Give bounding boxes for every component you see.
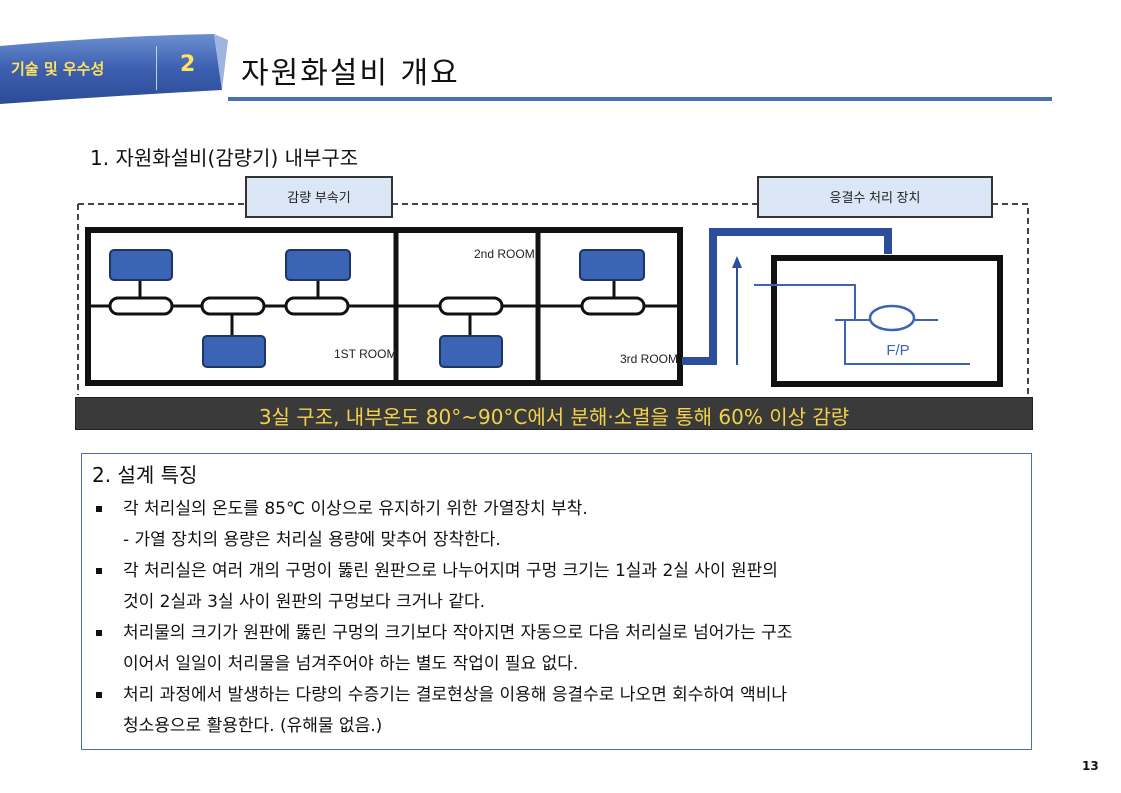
caption-band: 3실 구조, 내부온도 80°~90°C에서 분해·소멸을 통해 60% 이상 …: [75, 397, 1033, 430]
list-item: 처리물의 크기가 원판에 뚫린 구멍의 크기보다 작아지면 자동으로 다음 처리…: [92, 618, 1022, 680]
filter-pump: [868, 304, 916, 332]
tab-number: 2: [180, 52, 196, 77]
list-item-sub: - 가열 장치의 용량은 처리실 용량에 맞추어 장착한다.: [92, 525, 1022, 556]
design-features-box: 2. 설계 특징 각 처리실의 온도를 85℃ 이상으로 유지하기 위한 가열장…: [81, 453, 1032, 750]
perforated-discs: [108, 296, 646, 316]
internal-structure-diagram: 감량 부속기 응결수 처리 장치 2nd ROOM 1ST ROOM 3rd R…: [77, 176, 1029, 395]
list-item: 처리 과정에서 발생하는 다량의 수증기는 결로현상을 이용해 응결수로 나오면…: [92, 680, 1022, 742]
bullet-icon: [96, 630, 102, 636]
list-item-text-cont: 청소용으로 활용한다. (유해물 없음.): [123, 716, 383, 736]
condensate-piping: [754, 284, 970, 365]
fp-label: F/P: [886, 342, 909, 359]
list-item-text: 각 처리실은 여러 개의 구멍이 뚫린 원판으로 나누어지며 구멍 크기는 1실…: [123, 561, 778, 581]
list-item-subtext: - 가열 장치의 용량은 처리실 용량에 맞추어 장착한다.: [123, 530, 501, 550]
section1-heading: 1. 자원화설비(감량기) 내부구조: [90, 146, 359, 170]
list-item-text: 처리물의 크기가 원판에 뚫린 구멍의 크기보다 작아지면 자동으로 다음 처리…: [123, 623, 793, 643]
condensate-box-label: 응결수 처리 장치: [830, 190, 921, 205]
page-number: 13: [1082, 759, 1099, 773]
page-title: 자원화설비 개요: [241, 56, 460, 91]
bullet-icon: [96, 568, 102, 574]
section-tab-shape: [0, 34, 228, 104]
condensate-box: [757, 176, 993, 218]
vapor-pipe: [682, 228, 892, 365]
room2-label: 2nd ROOM: [474, 247, 535, 261]
room1-label: 1ST ROOM: [334, 347, 396, 361]
bullet-icon: [96, 506, 102, 512]
list-item-text-cont: 이어서 일일이 처리물을 넘겨주어야 하는 별도 작업이 필요 없다.: [123, 654, 579, 674]
flow-arrow-head: [732, 256, 742, 268]
title-rule: [228, 97, 1052, 101]
heater-units: [109, 249, 645, 368]
accessory-box-label: 감량 부속기: [287, 190, 350, 205]
room3-label: 3rd ROOM: [620, 352, 678, 366]
dashed-frame: [77, 203, 1029, 395]
section-tab: [0, 32, 228, 104]
bullet-icon: [96, 692, 102, 698]
features-heading: 2. 설계 특징: [92, 463, 198, 487]
caption-text: 3실 구조, 내부온도 80°~90°C에서 분해·소멸을 통해 60% 이상 …: [258, 405, 850, 429]
list-item: 각 처리실은 여러 개의 구멍이 뚫린 원판으로 나누어지며 구멍 크기는 1실…: [92, 556, 1022, 618]
list-item-text: 각 처리실의 온도를 85℃ 이상으로 유지하기 위한 가열장치 부착.: [123, 499, 588, 519]
accessory-box: [245, 176, 393, 218]
connectors: [138, 280, 616, 336]
tab-divider: [156, 46, 157, 90]
tab-label: 기술 및 우수성: [11, 60, 105, 78]
list-item-text: 처리 과정에서 발생하는 다량의 수증기는 결로현상을 이용해 응결수로 나오면…: [123, 685, 787, 705]
list-item: 각 처리실의 온도를 85℃ 이상으로 유지하기 위한 가열장치 부착.: [92, 494, 1022, 525]
feature-list: 각 처리실의 온도를 85℃ 이상으로 유지하기 위한 가열장치 부착. - 가…: [92, 494, 1022, 742]
list-item-text-cont: 것이 2실과 3실 사이 원판의 구멍보다 크거나 같다.: [123, 592, 486, 612]
